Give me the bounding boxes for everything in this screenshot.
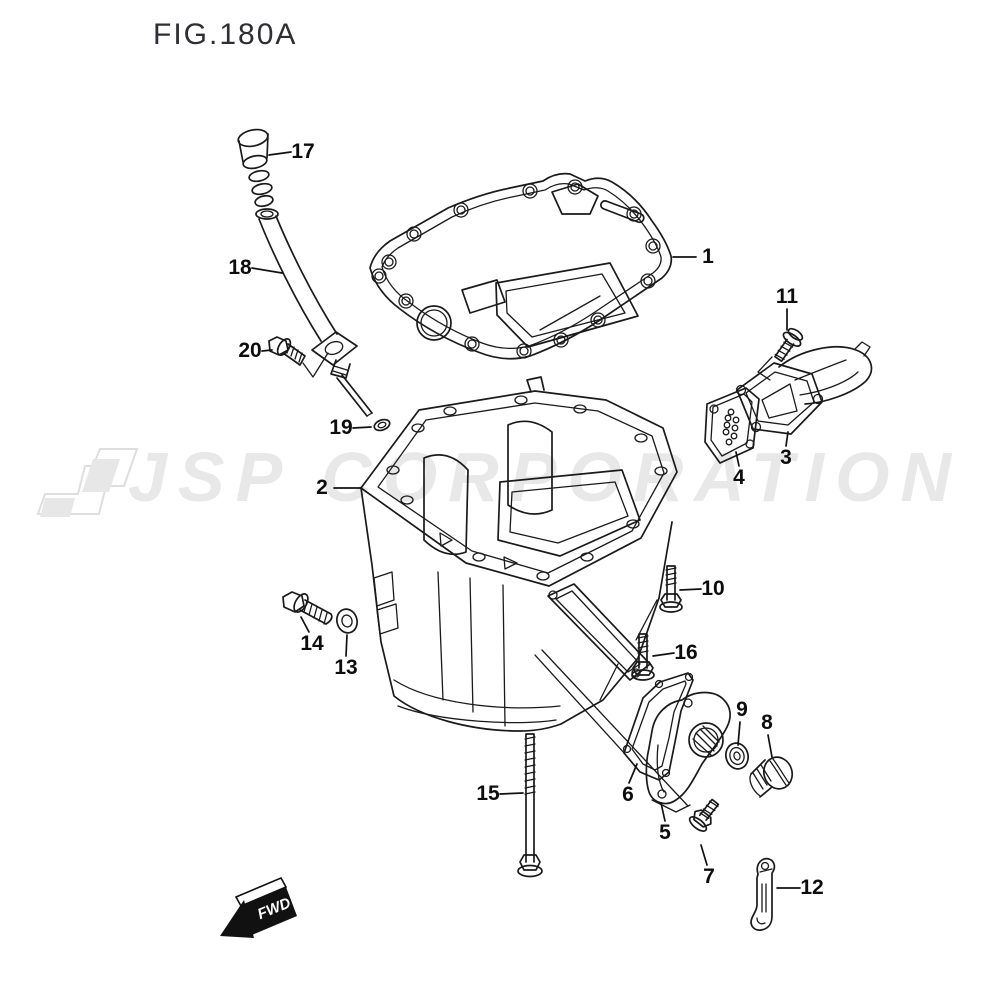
part-17-dipstick-cap	[237, 128, 279, 220]
assembly-lines	[534, 649, 689, 807]
part-15-long-bolt	[517, 733, 543, 878]
part-leader-17	[268, 151, 292, 156]
part-leader-3	[785, 431, 789, 447]
part-2-oil-pan	[360, 376, 678, 732]
part-7-bolt	[688, 798, 720, 832]
part-10-bolt	[659, 565, 683, 613]
part-18-dipstick-tube	[258, 215, 373, 417]
part-leader-5	[660, 802, 666, 822]
part-19-o-ring	[373, 418, 391, 432]
part-leader-18	[251, 267, 283, 274]
part-13-washer	[336, 608, 358, 634]
leader-lines	[251, 151, 801, 889]
watermark-text: JSP CORPORATION	[128, 438, 962, 516]
part-11-leader-zigzag	[757, 356, 773, 381]
part-leader-15	[499, 792, 524, 795]
part-9-washer	[725, 742, 749, 770]
part-6-gasket	[622, 672, 694, 781]
part-leader-9	[737, 721, 741, 746]
part-8-drain-plug	[749, 756, 794, 798]
part-4-plate	[704, 387, 760, 464]
part-leader-20	[261, 349, 273, 352]
part-leader-7	[700, 844, 708, 866]
part-leader-6	[628, 763, 638, 784]
part-12-anode	[750, 857, 776, 931]
part-leader-19	[352, 426, 372, 429]
part-3-oil-strainer	[735, 341, 873, 435]
part-1-gasket	[369, 172, 673, 360]
part-leader-10	[679, 588, 702, 591]
part-5-cover	[645, 691, 731, 813]
figure-title: FIG.180A	[153, 18, 298, 51]
part-20-bolt	[268, 336, 329, 378]
part-leader-16	[652, 652, 675, 657]
part-leader-4	[735, 451, 740, 467]
part-16-bolt	[631, 633, 655, 681]
part-leader-8	[767, 734, 773, 758]
part-leader-14	[300, 616, 310, 633]
part-11-bolt	[774, 327, 804, 363]
part-leader-13	[345, 634, 348, 657]
part-14-bolt	[282, 591, 333, 625]
fwd-arrow: FWD	[220, 876, 297, 938]
